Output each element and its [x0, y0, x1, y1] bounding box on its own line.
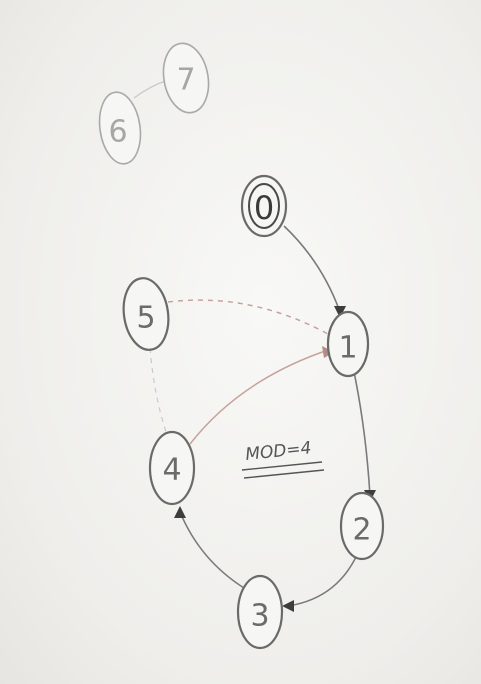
- node-5: 5: [122, 277, 170, 351]
- arrowhead-into-4: [174, 506, 186, 518]
- node-1-label: 1: [338, 331, 357, 366]
- node-0-label: 0: [254, 189, 274, 227]
- node-4-ring: [148, 430, 196, 506]
- node-3: 3: [236, 574, 284, 650]
- node-0-inner-ring: [248, 183, 280, 229]
- mod-note-underline-2: [243, 469, 325, 479]
- arrowhead-into-1: [334, 306, 346, 318]
- mod-note: MOD=4: [241, 438, 325, 479]
- node-2-ring: [339, 491, 385, 561]
- node-1: 1: [326, 310, 370, 378]
- node-2-label: 2: [352, 513, 371, 548]
- node-4: 4: [148, 430, 196, 506]
- node-0: 0: [240, 174, 288, 238]
- edge-5-1: [167, 299, 329, 335]
- node-5-label: 5: [136, 301, 155, 336]
- edge-1-2: [353, 371, 371, 497]
- node-3-ring: [236, 574, 284, 650]
- arrowhead-into-3: [282, 600, 294, 612]
- node-3-label: 3: [250, 599, 269, 634]
- edge-4-1: [189, 349, 329, 445]
- edges: [133, 79, 371, 607]
- mod-note-text: MOD=4: [244, 438, 312, 465]
- node-6: 6: [98, 91, 142, 165]
- node-7-ring: [162, 42, 210, 114]
- mod-note-underline-1: [241, 461, 323, 471]
- node-6-label: 6: [108, 115, 127, 150]
- edge-5-4: [149, 347, 167, 433]
- node-4-label: 4: [162, 453, 181, 488]
- node-5-ring: [122, 277, 170, 351]
- node-2: 2: [339, 491, 385, 561]
- edge-3-4: [179, 511, 245, 589]
- edge-6-7: [133, 79, 169, 99]
- edge-2-3: [287, 547, 361, 607]
- edge-0-1: [283, 225, 341, 313]
- node-6-ring: [98, 91, 142, 165]
- node-7: 7: [162, 42, 210, 114]
- node-1-ring: [326, 310, 370, 378]
- node-7-label: 7: [176, 63, 195, 98]
